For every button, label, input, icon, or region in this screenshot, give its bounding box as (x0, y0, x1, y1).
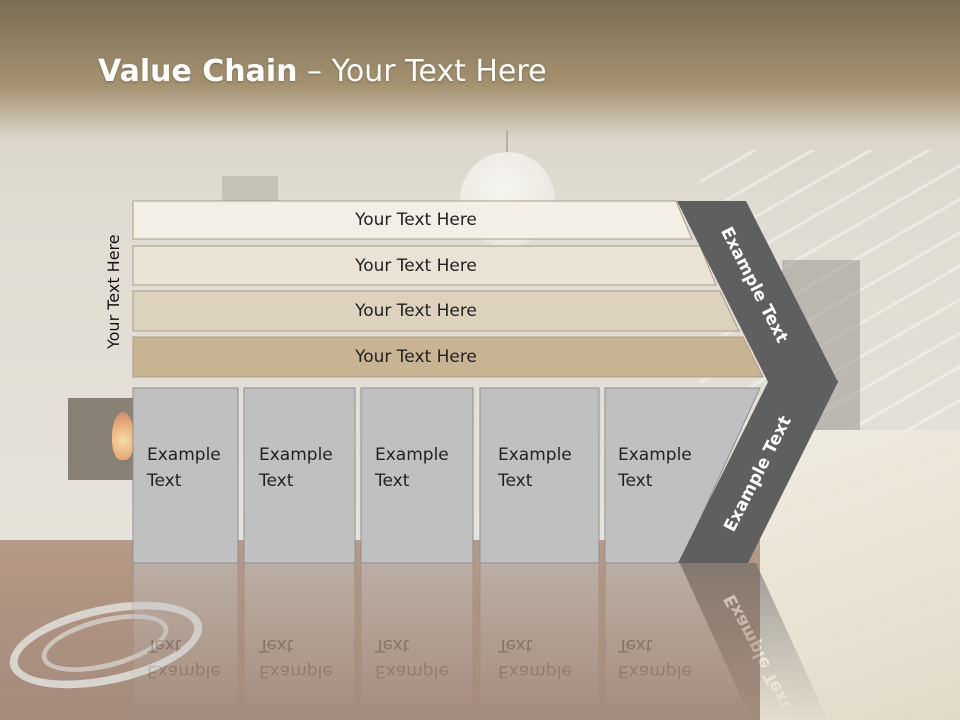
column-5-text: Text (617, 471, 653, 491)
bar-4 (132, 336, 764, 378)
bar-3 (132, 290, 740, 332)
reflection-text: Text (497, 635, 533, 655)
column-5-text: Example (618, 445, 692, 465)
column-2-text: Example (259, 445, 333, 465)
reflection-text: Text (146, 635, 182, 655)
slide-title: Value Chain – Your Text Here (98, 54, 547, 89)
column-4-text: Text (497, 471, 533, 491)
column-3 (360, 387, 474, 564)
title-bold: Value Chain (98, 54, 298, 89)
column-2-text: Text (258, 471, 294, 491)
column-2 (243, 387, 356, 564)
column-1 (132, 387, 239, 564)
reflection-text: Text (258, 635, 294, 655)
reflection-text: Example (498, 661, 572, 681)
reflection-text: Text (374, 635, 410, 655)
column-4 (479, 387, 600, 564)
bar-3-label: Your Text Here (354, 301, 477, 321)
title-rest: – Your Text Here (297, 54, 547, 89)
chevron-upper (677, 201, 838, 382)
column-3-text: Text (374, 471, 410, 491)
reflection-text: Example (259, 661, 333, 681)
reflection-text: Text (617, 635, 653, 655)
diagram-reflection: Example Text Example Text Example Text E… (132, 562, 828, 720)
bar-1 (132, 200, 693, 240)
bar-4-label: Your Text Here (354, 347, 477, 367)
column-1-text: Text (146, 471, 182, 491)
column-1-text: Example (147, 445, 221, 465)
column-3-text: Example (375, 445, 449, 465)
reflection-text: Example (375, 661, 449, 681)
reflection-text: Example (618, 661, 692, 681)
bar-2-label: Your Text Here (354, 256, 477, 276)
reflection-text: Example (147, 661, 221, 681)
title-bar (0, 0, 960, 140)
chevron-lower (678, 382, 838, 563)
bar-2 (132, 245, 717, 286)
bar-1-label: Your Text Here (354, 210, 477, 230)
column-4-text: Example (498, 445, 572, 465)
